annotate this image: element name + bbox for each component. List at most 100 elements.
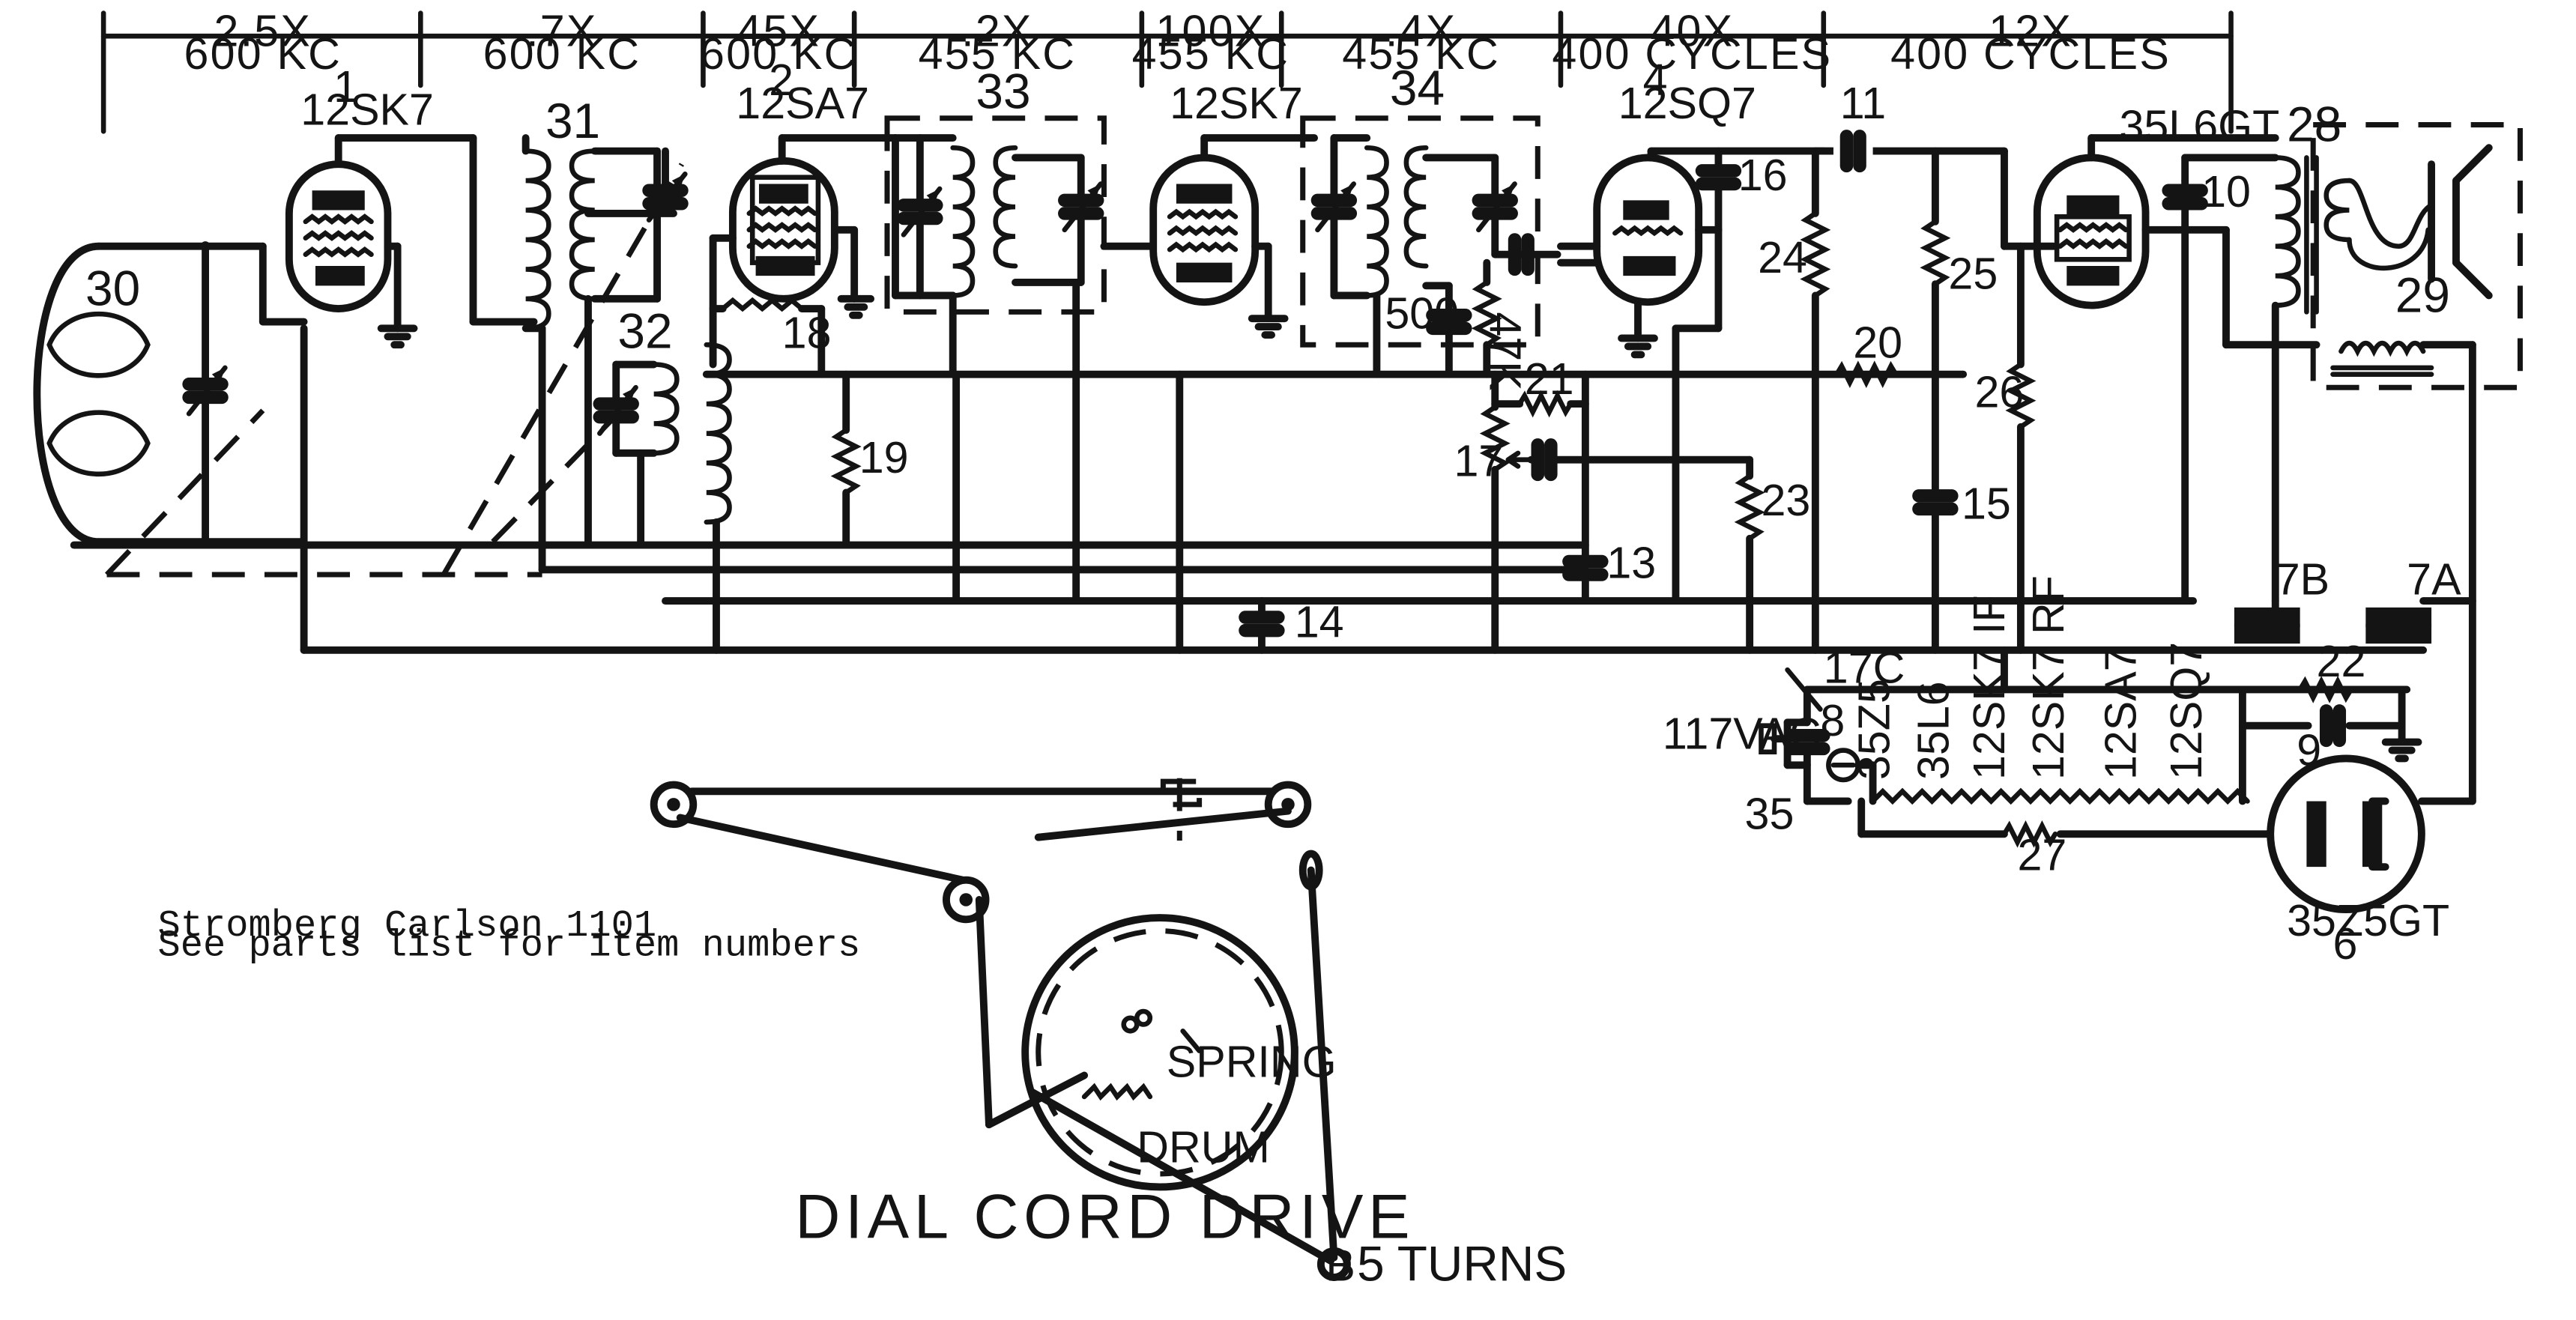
part-label-20: 20: [1853, 318, 1902, 368]
dial-cord-title: DIAL CORD DRIVE: [795, 1181, 1415, 1251]
turns-marker: B: [1325, 1240, 1355, 1290]
freq-label: 600 KC: [700, 28, 858, 79]
resistor-25: 25: [1920, 147, 1998, 497]
gain-label: 40X: [1650, 5, 1734, 55]
gain-label: 12X: [1989, 5, 2072, 55]
tube-5-output: 35L6GT 10: [2033, 100, 2320, 605]
tube-3-if-amp: 12SK7: [1149, 78, 1319, 654]
if-transformer-33: 33: [884, 64, 1154, 605]
turns-label: 5 TURNS: [1357, 1235, 1567, 1291]
tube-2-type: 12SA7: [736, 78, 869, 128]
power-supply: 22 9 17C 117VAC 8 35 35Z5 35L6 12SK7 IF …: [1663, 575, 2476, 969]
resistor-20: 20: [1834, 318, 1902, 388]
if-transformer-34: 34 500 47K: [1300, 60, 1561, 391]
part-label-23: 23: [1761, 475, 1810, 525]
part-label-27: 27: [2018, 830, 2067, 880]
resistor-26: 26: [1975, 147, 2058, 654]
gain-label: .2X: [961, 5, 1032, 55]
freq-label: 600 KC: [184, 28, 342, 79]
part-label-11: 11: [1840, 78, 1886, 128]
switch-7b: 7B: [2234, 554, 2329, 644]
part-label-35: 35: [1745, 789, 1795, 839]
rf-transformer-31: 31: [521, 93, 686, 549]
freq-label: 455 KC: [1342, 28, 1500, 79]
heater-label: 12SA7: [2095, 647, 2145, 780]
loop-antenna-30: 30: [33, 241, 308, 546]
note-line-1: Stromberg Carlson 1101: [157, 905, 656, 948]
heater-label: 35Z5: [1848, 679, 1899, 780]
freq-label: 600 KC: [483, 28, 641, 79]
model-note: Stromberg Carlson 1101 See parts list fo…: [157, 905, 860, 967]
res-47k-label: 47K: [1481, 312, 1531, 390]
part-label-8: 8: [1820, 695, 1845, 745]
part-label-22: 22: [2317, 636, 2366, 686]
heater-label: 12SQ7: [2161, 642, 2211, 780]
tube-1-rf-amp: 1 12SK7: [258, 61, 538, 349]
tube-3-type: 12SK7: [1170, 78, 1303, 128]
part-label-26: 26: [1975, 367, 2025, 417]
part-label-29: 29: [2395, 267, 2450, 322]
part-label-14: 14: [1295, 596, 1344, 647]
heater-label: 35L6: [1908, 681, 1958, 780]
note-line-2: See parts list for item numbers: [157, 924, 860, 967]
tube-4-type: 12SQ7: [1618, 78, 1756, 128]
speaker-29: 29: [2310, 122, 2523, 805]
osc-coil-32: 32: [599, 303, 680, 549]
part-label-19: 19: [859, 432, 909, 482]
rectifier-num: 6: [2332, 918, 2357, 969]
freq-label: 400 CYCLES: [1552, 28, 1832, 79]
mains-label: 117VAC: [1663, 708, 1821, 758]
part-label-34: 34: [1390, 60, 1445, 115]
part-label-30: 30: [85, 261, 140, 316]
volume-control-17: 17 21 13: [1454, 354, 1754, 654]
part-label-17c: 17C: [1824, 643, 1905, 693]
part-label-21: 21: [1525, 354, 1574, 404]
tube-2-num: 2: [769, 55, 793, 105]
part-label-31: 31: [545, 93, 600, 148]
part-label-10: 10: [2201, 166, 2251, 217]
tube-4-detector: 4 12SQ7 16 24: [1557, 55, 1827, 605]
dial-cord-drive: SPRING DRUM B 5 TURNS DIAL CORD DRIVE: [650, 778, 1567, 1291]
rectifier-type: 35Z5GT: [2287, 895, 2449, 945]
spring-label: SPRING: [1167, 1037, 1337, 1087]
coupling-capacitor-11: 11: [1833, 78, 1886, 166]
part-label-33: 33: [976, 64, 1030, 119]
part-label-17: 17: [1454, 436, 1503, 486]
tube-2-converter: 2 12SA7 18: [704, 55, 899, 654]
gain-label: 2.5X: [214, 5, 312, 55]
switch-7a: 7A: [2365, 554, 2476, 644]
part-label-32: 32: [617, 303, 672, 359]
freq-label: 400 CYCLES: [1890, 28, 2171, 79]
tube-5-type: 35L6GT: [2119, 100, 2279, 151]
gain-label: 100X: [1155, 5, 1266, 55]
drum-label: DRUM: [1137, 1122, 1270, 1172]
capacitor-14: 14: [1245, 596, 1344, 654]
part-label-18: 18: [782, 308, 832, 358]
bus-wires: [70, 147, 2428, 654]
resistor-19: 19: [830, 370, 909, 549]
gang-tuning-link: [104, 163, 684, 578]
heater-label: 12SK7 IF: [1964, 595, 2014, 780]
gain-header: 2.5X 600 KC .7X 600 KC 45X 600 KC .2X 45…: [100, 5, 2234, 134]
capacitor-15: 15: [1919, 479, 2011, 654]
part-label-24: 24: [1758, 232, 1807, 282]
gain-label: .4X: [1385, 5, 1457, 55]
gain-label: 45X: [737, 5, 820, 55]
tube-4-num: 4: [1643, 55, 1668, 105]
switch-7b-label: 7B: [2276, 554, 2329, 604]
part-label-16: 16: [1738, 150, 1788, 200]
resistor-23: 23: [1734, 455, 1810, 654]
part-label-25: 25: [1948, 249, 1998, 299]
part-label-15: 15: [1962, 479, 2011, 529]
freq-label: 455 KC: [919, 28, 1077, 79]
tube-1-num: 1: [333, 61, 358, 112]
gain-label: .7X: [526, 5, 597, 55]
freq-label: 455 KC: [1132, 28, 1290, 79]
switch-7a-label: 7A: [2407, 554, 2461, 604]
tube-1-type: 12SK7: [300, 85, 434, 135]
output-transformer-28: 28: [2271, 96, 2352, 605]
heater-label: 12SK7 RF: [2023, 575, 2073, 780]
part-label-13: 13: [1606, 537, 1656, 587]
plate-load-resistor-24: [1800, 147, 1831, 654]
